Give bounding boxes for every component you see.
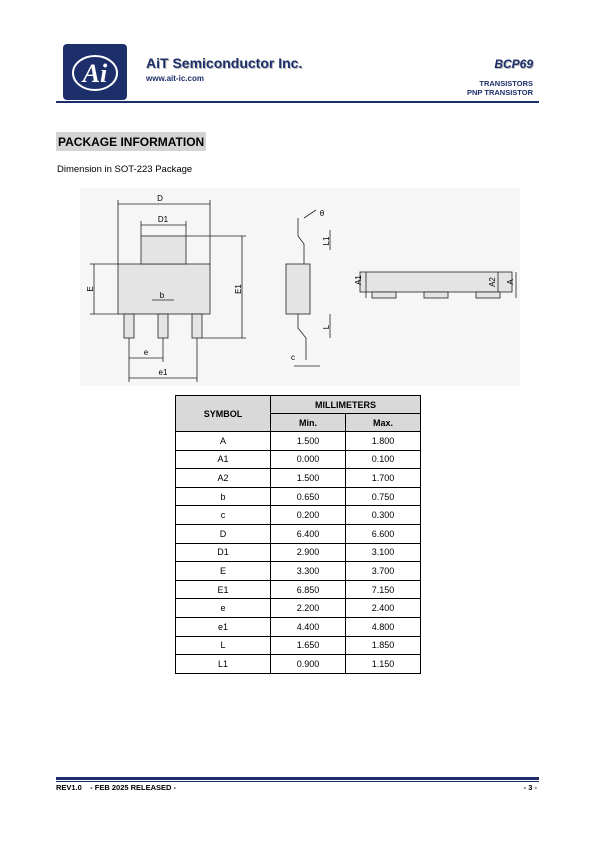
cell-min: 1.500: [270, 431, 346, 451]
package-body-top: [117, 263, 211, 315]
cell-min: 3.300: [270, 561, 346, 581]
cell-max: 1.150: [345, 654, 421, 674]
cell-min: 0.200: [270, 505, 346, 525]
cell-max: 1.850: [345, 635, 421, 656]
cell-max: 7.150: [345, 579, 421, 600]
package-tab: [140, 235, 187, 265]
column-header-millimeters: MILLIMETERS: [270, 395, 421, 414]
column-header-min: Min.: [270, 413, 346, 432]
section-subtitle: Dimension in SOT-223 Package: [57, 164, 193, 175]
dim-label-A: A: [506, 279, 515, 285]
footer-divider-thin: [56, 781, 539, 782]
cell-max: 4.800: [345, 616, 421, 637]
dim-label-e: e: [144, 348, 149, 357]
company-name: AiT Semiconductor Inc.: [146, 55, 303, 71]
dim-label-theta: θ: [320, 209, 325, 218]
cell-min: 0.650: [270, 486, 346, 507]
cell-symbol: L1: [175, 654, 271, 674]
package-drawing: D D1 E E1 b e e1 θ L1 L c A1 A2 A: [80, 188, 520, 386]
footer-page-number: - 3 -: [523, 783, 537, 792]
cell-max: 0.750: [345, 486, 421, 507]
cell-symbol: D1: [175, 542, 271, 563]
cell-symbol: A1: [175, 449, 271, 470]
footer-divider: [56, 777, 539, 780]
column-header-max: Max.: [345, 413, 421, 432]
cell-min: 2.900: [270, 542, 346, 563]
dim-label-E: E: [86, 286, 95, 291]
cell-min: 1.650: [270, 635, 346, 656]
cell-symbol: b: [175, 486, 271, 507]
dim-label-D: D: [157, 194, 163, 203]
cell-min: 1.500: [270, 468, 346, 488]
dim-label-b: b: [160, 291, 165, 300]
cell-symbol: D: [175, 523, 271, 544]
logo-graphic: Ai: [72, 55, 118, 91]
cell-symbol: e1: [175, 616, 271, 637]
cell-symbol: E1: [175, 579, 271, 600]
dim-label-c: c: [291, 353, 295, 362]
part-number: BCP69: [494, 57, 533, 71]
cell-max: 3.700: [345, 561, 421, 581]
dim-label-L1: L1: [322, 236, 331, 245]
header-divider: [56, 101, 539, 103]
cell-max: 0.100: [345, 449, 421, 470]
side-lead-bottom: [297, 314, 307, 360]
cell-symbol: A: [175, 431, 271, 451]
cell-min: 6.400: [270, 523, 346, 544]
cell-min: 4.400: [270, 616, 346, 637]
company-logo: Ai: [63, 44, 127, 100]
column-header-symbol: SYMBOL: [175, 395, 271, 432]
product-type: PNP TRANSISTOR: [467, 88, 533, 97]
cell-max: 1.800: [345, 431, 421, 451]
cell-symbol: c: [175, 505, 271, 525]
dim-label-D1: D1: [158, 215, 169, 224]
company-website[interactable]: www.ait-ic.com: [146, 74, 204, 83]
lead-3: [191, 313, 203, 339]
cell-max: 3.100: [345, 542, 421, 563]
cell-symbol: e: [175, 598, 271, 618]
cell-symbol: A2: [175, 468, 271, 488]
cell-min: 0.900: [270, 654, 346, 674]
dim-label-A1: A1: [354, 275, 363, 285]
dim-label-E1: E1: [234, 284, 243, 294]
cell-min: 0.000: [270, 449, 346, 470]
cell-symbol: L: [175, 635, 271, 656]
cell-max: 1.700: [345, 468, 421, 488]
dim-label-A2: A2: [488, 277, 497, 287]
cell-max: 6.600: [345, 523, 421, 544]
logo-text: Ai: [81, 59, 108, 88]
lead-2: [157, 313, 169, 339]
cell-symbol: E: [175, 561, 271, 581]
product-category: TRANSISTORS: [479, 79, 533, 88]
cell-min: 2.200: [270, 598, 346, 618]
cell-max: 2.400: [345, 598, 421, 618]
dim-label-L: L: [322, 324, 331, 329]
dim-label-e1: e1: [159, 368, 168, 377]
package-body-side: [285, 263, 311, 315]
cell-min: 6.850: [270, 579, 346, 600]
cell-max: 0.300: [345, 505, 421, 525]
footer-revision: REV1.0 - FEB 2025 RELEASED -: [56, 783, 177, 792]
section-title: PACKAGE INFORMATION: [56, 132, 207, 151]
lead-1: [123, 313, 135, 339]
side-lead-top: [297, 218, 305, 264]
